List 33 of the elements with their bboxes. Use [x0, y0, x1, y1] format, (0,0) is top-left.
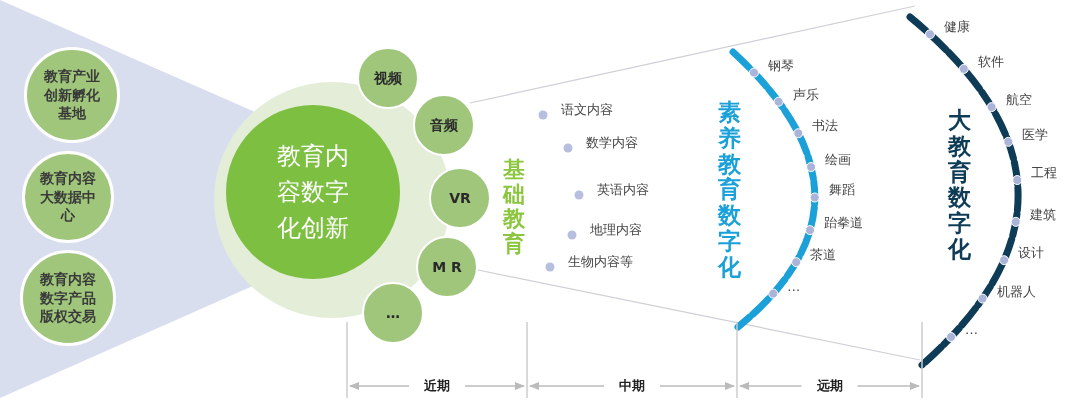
topic-circle: VR: [429, 167, 491, 229]
topic-label: 舞蹈: [828, 183, 855, 197]
topic-label: 英语内容: [597, 183, 649, 196]
period-label: 远期: [816, 379, 843, 392]
topic-label: 机器人: [996, 284, 1036, 298]
stage-heading: 大教育数字化: [948, 108, 971, 263]
topic-label: 语文内容: [561, 103, 613, 116]
topic-label: 书法: [812, 119, 839, 133]
topic-circle: M R: [416, 236, 478, 298]
topic-label: 数学内容: [586, 136, 638, 149]
topic-label: 跆拳道: [824, 216, 864, 230]
topic-label: 地理内容: [590, 223, 642, 236]
topic-label: 工程: [1031, 166, 1058, 180]
topic-label: 声乐: [792, 87, 819, 101]
topic-label: 生物内容等: [568, 255, 633, 268]
topic-label: …: [965, 323, 979, 336]
period-label: 中期: [619, 379, 645, 392]
period-label: 近期: [424, 379, 450, 392]
topic-label: 航空: [1005, 93, 1032, 107]
topic-label: 钢琴: [768, 58, 794, 72]
topic-label: 软件: [977, 54, 1004, 68]
topic-label: 设计: [1018, 246, 1045, 260]
topic-label: 医学: [1022, 127, 1049, 141]
topic-circle: 音频: [413, 94, 475, 156]
topic-circle: 视频: [357, 47, 419, 109]
topic-label: …: [787, 279, 801, 293]
topic-circle: …: [362, 282, 424, 344]
stage-heading: 素养教育数字化: [718, 100, 741, 281]
topic-label: 绘画: [825, 153, 852, 167]
stage-heading: 基础教育: [503, 158, 525, 257]
topic-label: 茶道: [810, 248, 837, 262]
topic-label: 健康: [943, 20, 970, 34]
topic-label: 建筑: [1029, 207, 1056, 221]
